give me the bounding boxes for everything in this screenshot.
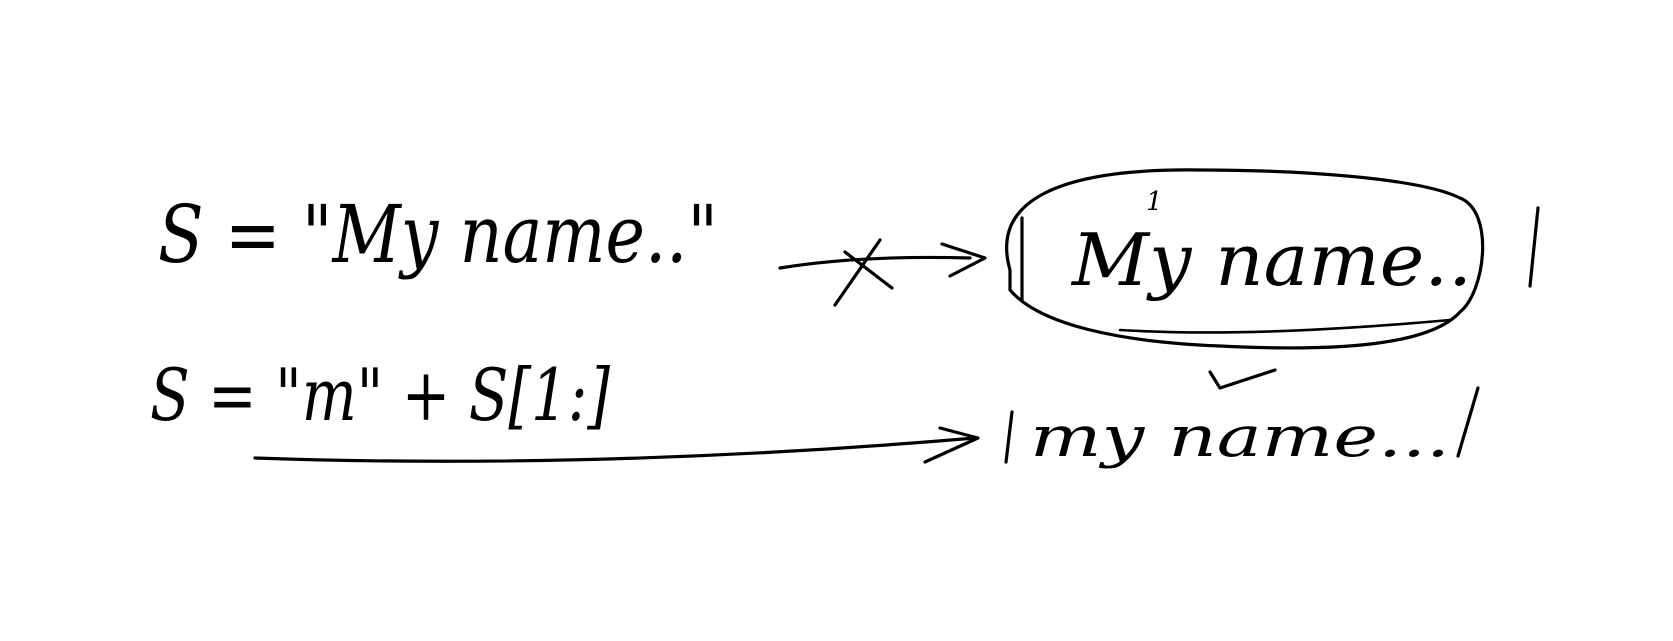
second-assignment-text: S = "m" + S[1:]	[150, 353, 611, 437]
check-mark-icon	[1208, 368, 1277, 390]
first-assignment-text: S = "My name.."	[158, 188, 718, 281]
new-cell-left-border	[1004, 410, 1014, 464]
index-marker: 1	[1146, 187, 1163, 217]
original-string-memory-cell: My name.. 1	[1005, 168, 1540, 350]
crossed-arrow-icon	[778, 238, 987, 307]
new-string-memory-cell: my name...	[1004, 386, 1480, 470]
arrow-icon	[253, 426, 980, 464]
highlight-circle	[1005, 168, 1485, 350]
new-string-value: my name...	[1030, 405, 1450, 470]
new-cell-right-border	[1456, 386, 1480, 458]
cell-right-border	[1528, 206, 1540, 288]
original-string-value: My name..	[1070, 218, 1472, 302]
